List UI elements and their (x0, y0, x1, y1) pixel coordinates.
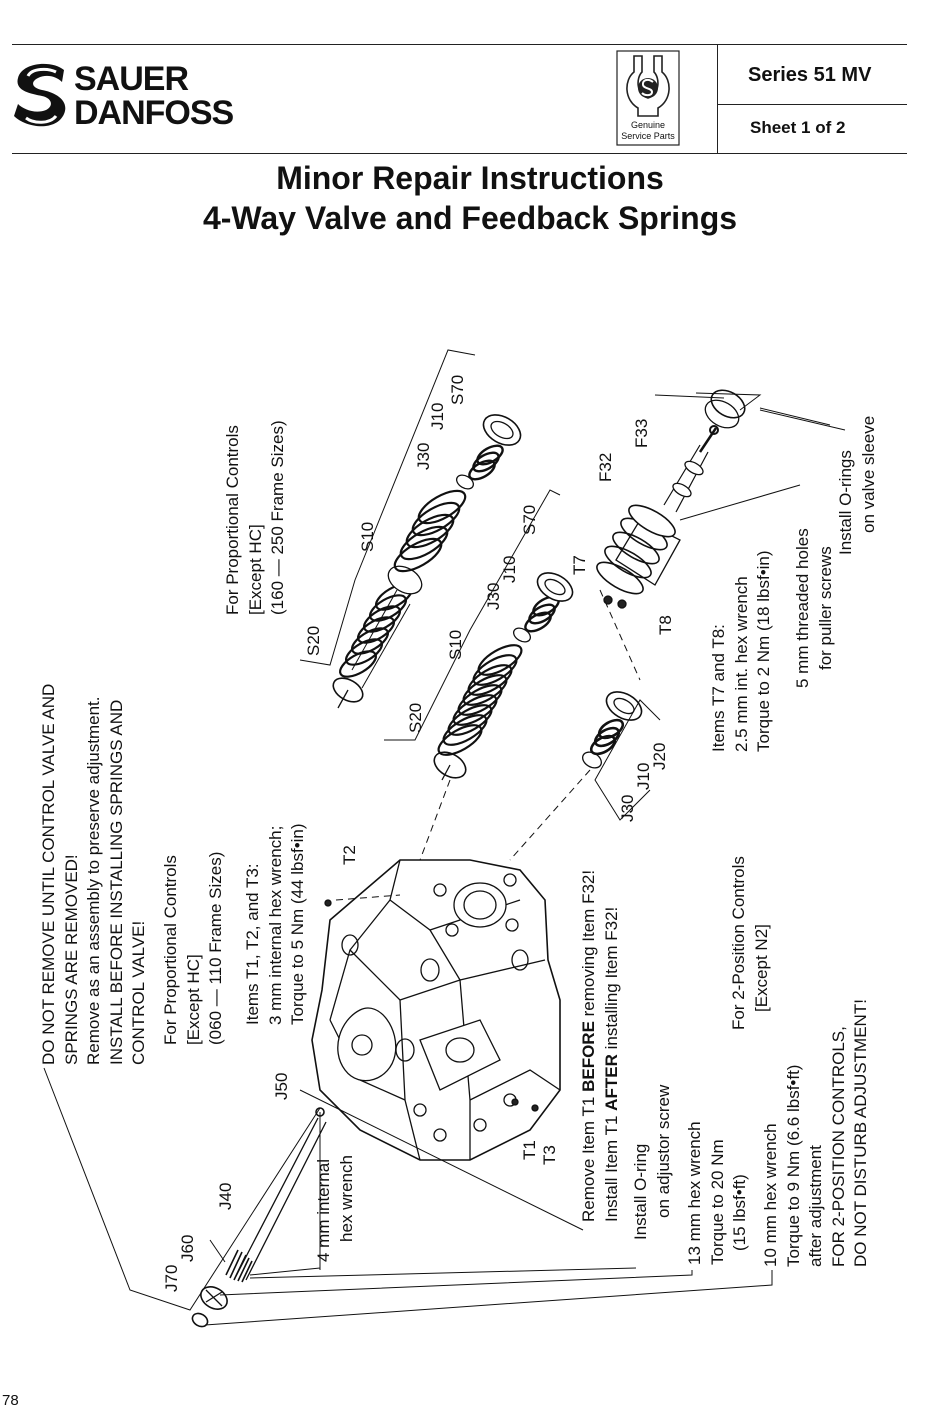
series-label: Series 51 MV (748, 64, 872, 86)
t-items-torque-note: Items T1, T2, and T3:3 mm internal hex w… (243, 823, 307, 1025)
spring-assembly-large-frame (332, 414, 522, 709)
label-s70-upper: S70 (448, 374, 467, 405)
sauer-danfoss-logo-icon (14, 63, 66, 127)
label-j50: J50 (272, 1072, 291, 1100)
spring-assembly-small-frame (433, 572, 574, 781)
label-f33: F33 (632, 418, 651, 448)
page-subtitle: 4-Way Valve and Feedback Springs (202, 200, 738, 236)
control-housing-block (311, 859, 561, 1161)
top-rule (12, 44, 907, 45)
label-t1: T1 (520, 1140, 539, 1160)
assembly-guide-lines (335, 589, 641, 901)
brand-name-line2: DANFOSS (74, 94, 234, 132)
label-j10-lower: J10 (634, 762, 653, 790)
label-j10-upper: J10 (428, 402, 447, 430)
t1-order-note: Remove Item T1 BEFORE removing Item F32!… (579, 869, 621, 1222)
label-f32: F32 (596, 452, 615, 482)
badge-label-line2: Service Parts (621, 131, 675, 141)
spring-assembly-two-position (582, 691, 643, 769)
label-j30-upper: J30 (414, 442, 433, 470)
label-j40: J40 (216, 1182, 235, 1210)
label-t3: T3 (540, 1145, 559, 1165)
callout-leaders (43, 349, 846, 1326)
genuine-service-parts-badge-icon (616, 50, 680, 146)
proportional-small-frame-note: For Proportional Controls[Except HC](060… (161, 851, 225, 1045)
label-s10-middle: S10 (446, 629, 465, 660)
label-j60: J60 (178, 1234, 197, 1262)
label-s10-upper: S10 (358, 521, 377, 552)
sheet-label: Sheet 1 of 2 (750, 118, 846, 137)
badge-label-line1: Genuine (630, 120, 666, 130)
header-divider (717, 44, 718, 153)
label-j70: J70 (162, 1264, 181, 1292)
label-j10-middle: J10 (500, 555, 519, 583)
brand-name-line1: SAUER (74, 60, 189, 98)
header-bottom-rule (12, 153, 907, 154)
label-t8: T8 (656, 615, 675, 635)
label-s20-middle: S20 (406, 702, 425, 733)
valve-sleeve-assembly (596, 389, 746, 609)
label-t7: T7 (570, 555, 589, 575)
header-cell-rule (717, 104, 907, 105)
proportional-large-frame-note: For Proportional Controls[Except HC](160… (223, 420, 287, 615)
label-s70-middle: S70 (520, 504, 539, 535)
label-t2: T2 (340, 845, 359, 865)
page-number: 78 (2, 1392, 19, 1409)
label-j30-middle: J30 (484, 582, 503, 610)
page-title: Minor Repair Instructions (276, 160, 664, 196)
label-s20-upper: S20 (304, 625, 323, 656)
label-j30-lower: J30 (618, 794, 637, 822)
